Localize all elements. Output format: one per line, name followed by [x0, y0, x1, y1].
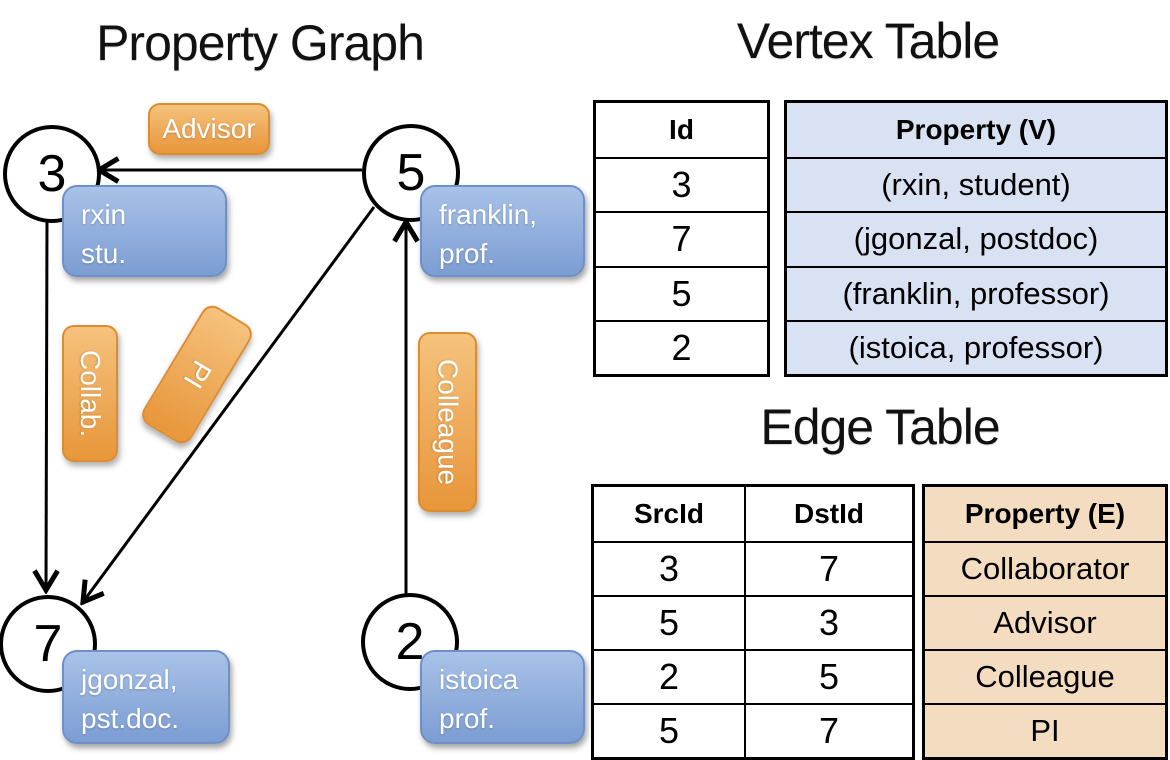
vertex-property-line: stu.	[81, 238, 127, 270]
vertex-property-line: prof.	[439, 703, 496, 735]
table-cell: Collaborator	[925, 541, 1165, 595]
table-cell: PI	[925, 703, 1165, 757]
table-cell: Advisor	[925, 595, 1165, 649]
table-cell: 5	[594, 703, 744, 757]
edge-table-title: Edge Table	[760, 399, 1000, 455]
vertex-property-box-jgonzal: jgonzal, pst.doc.	[62, 650, 230, 744]
table-cell: (franklin, professor)	[787, 265, 1165, 320]
vertex-circle-3: 3	[3, 125, 101, 223]
table-cell: 3	[744, 595, 912, 649]
table-cell: 2	[596, 319, 767, 374]
vertex-table-header-property: Property (V)	[895, 114, 1057, 146]
edge-label-collab: Collab.	[62, 325, 118, 462]
table-cell: (rxin, student)	[787, 157, 1165, 211]
vertex-property-line: prof.	[439, 238, 496, 270]
table-cell: 2	[594, 649, 744, 703]
vertex-property-line: istoica	[439, 664, 519, 695]
vertex-property-box-franklin: franklin, prof.	[420, 185, 585, 277]
edge-table-header-srcid: SrcId	[633, 498, 705, 529]
edge-table-id-columns: SrcId DstId 3 7 5 3 2 5 5 7	[591, 484, 915, 760]
vertex-table-title: Vertex Table	[736, 13, 1000, 69]
vertex-table-id-column: Id 3 7 5 2	[593, 100, 770, 377]
edge-label-colleague: Colleague	[418, 332, 477, 512]
vertex-table-property-column: Property (V) (rxin, student) (jgonzal, p…	[784, 100, 1168, 377]
table-cell: 5	[594, 595, 744, 649]
table-cell: 7	[744, 703, 912, 757]
vertex-table-header-id: Id	[669, 114, 694, 146]
table-cell: 3	[594, 541, 744, 595]
vertex-property-line: jgonzal,	[81, 664, 178, 695]
table-cell: 7	[744, 541, 912, 595]
table-cell: (istoica, professor)	[787, 319, 1165, 374]
edge-collab-3-7	[46, 215, 47, 590]
vertex-property-box-istoica: istoica prof.	[420, 650, 585, 744]
table-cell: 3	[596, 157, 767, 211]
edge-table-header-dstid: DstId	[744, 487, 912, 541]
vertex-circle-5: 5	[362, 124, 460, 222]
vertex-property-line: pst.doc.	[81, 703, 180, 735]
vertex-id: 2	[395, 613, 425, 671]
table-cell: (jgonzal, postdoc)	[787, 211, 1165, 265]
table-cell: 5	[596, 265, 767, 320]
edge-table-header-property: Property (E)	[964, 498, 1126, 529]
vertex-id: 7	[33, 615, 63, 673]
property-graph-title: Property Graph	[96, 15, 425, 71]
vertex-property-line: franklin,	[439, 199, 538, 230]
vertex-id: 3	[37, 145, 67, 203]
edge-table-property-column: Property (E) Collaborator Advisor Collea…	[922, 484, 1168, 760]
table-cell: 5	[744, 649, 912, 703]
table-cell: 7	[596, 211, 767, 265]
vertex-property-line: rxin	[81, 199, 127, 230]
edge-label-pi: PI	[137, 301, 257, 448]
vertex-property-box-rxin: rxin stu.	[62, 185, 227, 277]
table-cell: Colleague	[925, 649, 1165, 703]
edge-label-advisor: Advisor	[148, 103, 270, 155]
